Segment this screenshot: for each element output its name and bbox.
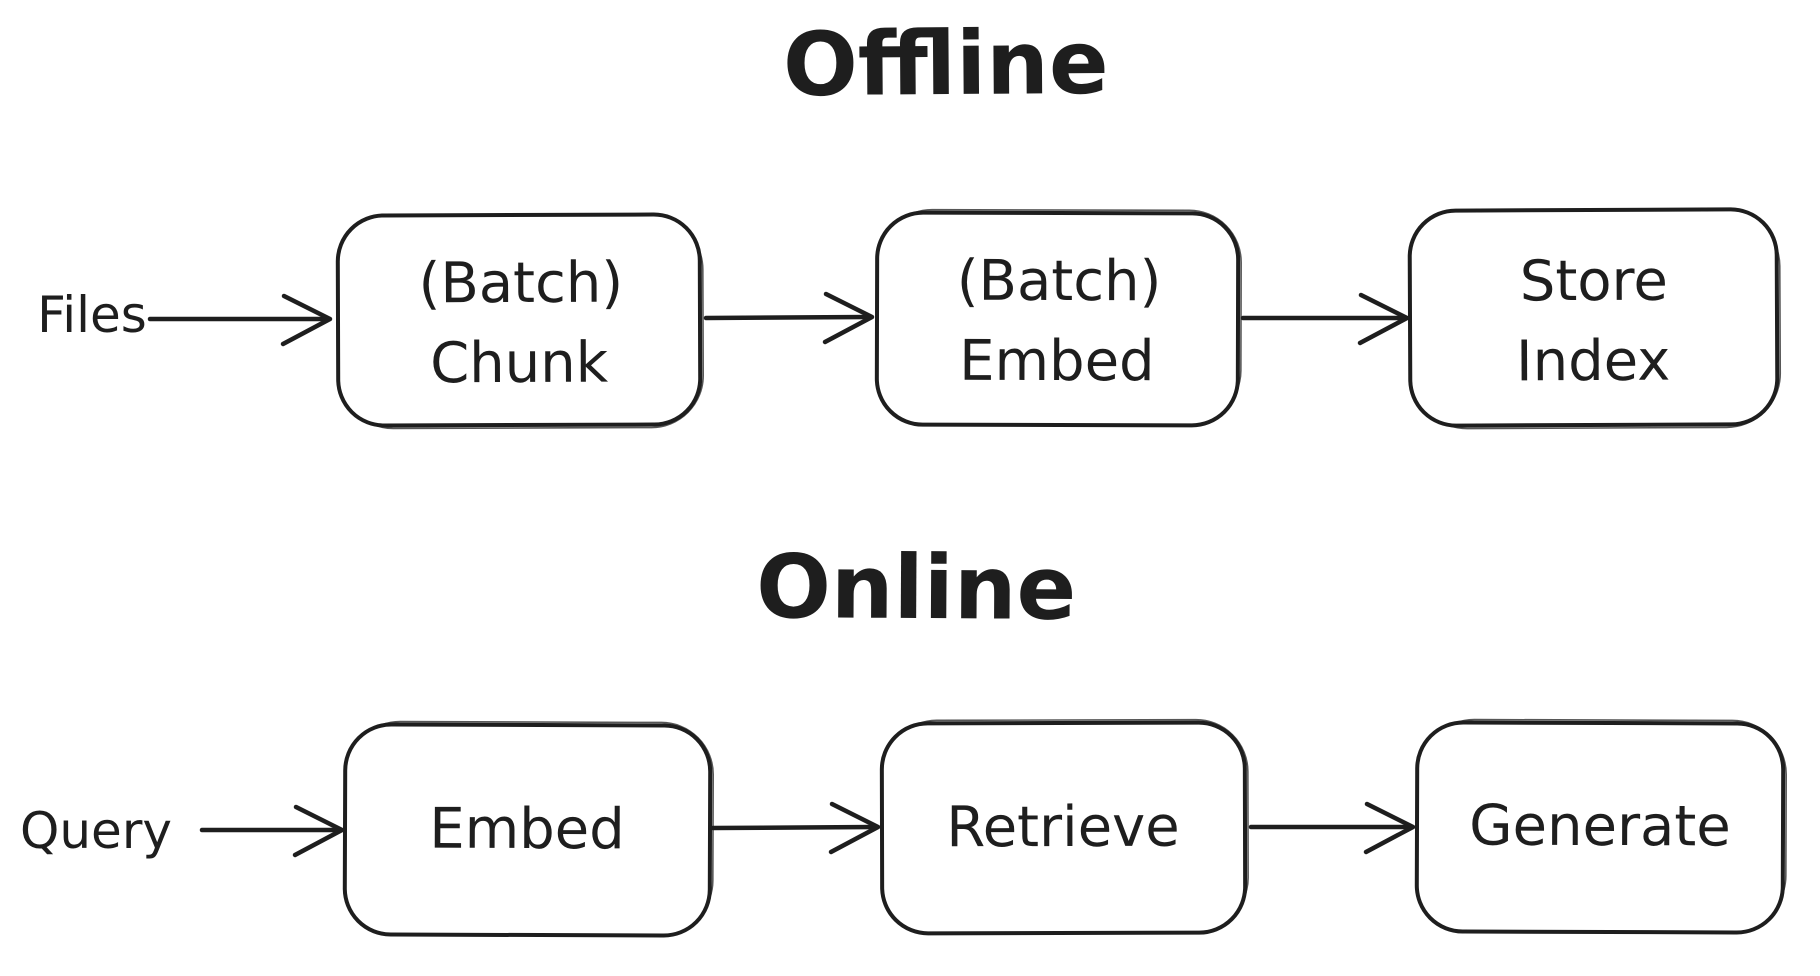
node-embed: Embed [342,720,714,938]
node-batch-chunk-line1: (Batch) [418,251,623,317]
offline-section: Offline Files (Batch) Chunk [37,11,1782,430]
offline-section-title: Offline [783,11,1109,116]
node-retrieve: Retrieve [879,718,1249,936]
node-store-index: Store Index [1407,207,1782,430]
node-batch-embed-line1: (Batch) [957,249,1162,315]
arrow-files-to-chunk-icon [147,293,333,347]
node-generate-label: Generate [1469,794,1731,860]
node-retrieve-label: Retrieve [946,795,1180,861]
online-section-title: Online [756,535,1077,640]
arrow-query-to-embed-icon [199,804,345,858]
files-source-label: Files [37,286,147,344]
node-batch-chunk-line2: Chunk [430,331,609,397]
node-embed-label: Embed [429,797,625,863]
node-batch-chunk: (Batch) Chunk [335,212,704,430]
arrow-embed-to-store-icon [1240,292,1410,346]
node-batch-embed-line2: Embed [959,329,1155,395]
query-source-label: Query [20,802,172,860]
node-generate: Generate [1414,718,1787,935]
node-store-index-line1: Store [1520,249,1668,315]
arrow-retrieve-to-generate-icon [1248,801,1416,855]
arrow-chunk-to-embed-icon [703,291,875,345]
arrow-embed-to-retrieve-icon [710,801,881,855]
node-batch-embed: (Batch) Embed [874,208,1242,428]
node-store-index-line2: Index [1516,329,1670,395]
online-section: Online Query Embed Retri [20,535,1787,938]
